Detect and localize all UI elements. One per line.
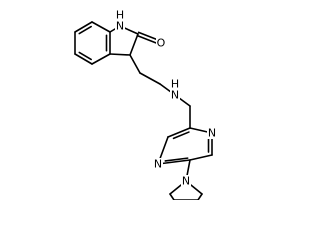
bond-benz-4 xyxy=(74,53,93,65)
bond-pyr-6 xyxy=(167,127,191,138)
bond-pyr-3 xyxy=(189,154,213,161)
bonds xyxy=(74,21,213,200)
atom-n-pyrrolidine: N xyxy=(181,175,191,188)
bond-c3-ch2 xyxy=(129,54,141,74)
atom-labels: H N O H N N N N xyxy=(115,9,217,188)
atom-label-n-pyrrolidine: N xyxy=(182,175,190,188)
atom-label-n-indole: N xyxy=(116,20,124,33)
bond-c3-c3a xyxy=(109,53,131,56)
atom-label-h-amine: H xyxy=(171,78,179,91)
atom-n-amine: N xyxy=(170,89,180,102)
atom-nh-indole: H xyxy=(115,9,125,22)
bond-ch2-ch2 xyxy=(139,72,161,85)
atom-label-n-pyr-bottom: N xyxy=(154,158,162,171)
bond-benz-3 xyxy=(91,53,111,65)
atom-n-indole: N xyxy=(115,20,125,33)
atom-label-o: O xyxy=(157,37,166,50)
atom-label-n-amine: N xyxy=(171,89,179,102)
bond-benz-1 xyxy=(91,21,111,33)
bond-c2-c3 xyxy=(129,33,139,56)
bond-benz-6 xyxy=(74,21,93,33)
bond-benz-4-inner xyxy=(78,51,92,61)
bond-pyr-4 xyxy=(157,159,191,165)
bond-pyrr-4 xyxy=(169,193,175,200)
molecule-structure: H N O H N N N N xyxy=(74,9,217,200)
atom-n-pyrimidine-top: N xyxy=(207,127,217,140)
bond-pyrr-2 xyxy=(197,193,203,200)
bond-pyr-4-inner xyxy=(164,157,189,162)
atom-nh-amine: H xyxy=(170,78,180,91)
atom-label-h-indole: H xyxy=(116,9,124,22)
bond-pyr-6-inner xyxy=(172,131,190,140)
atom-n-pyrimidine-bottom: N xyxy=(153,158,163,171)
atom-label-n-pyr-top: N xyxy=(208,127,216,140)
atom-o-carbonyl: O xyxy=(156,37,166,50)
bond-benz-6-inner xyxy=(78,25,92,35)
